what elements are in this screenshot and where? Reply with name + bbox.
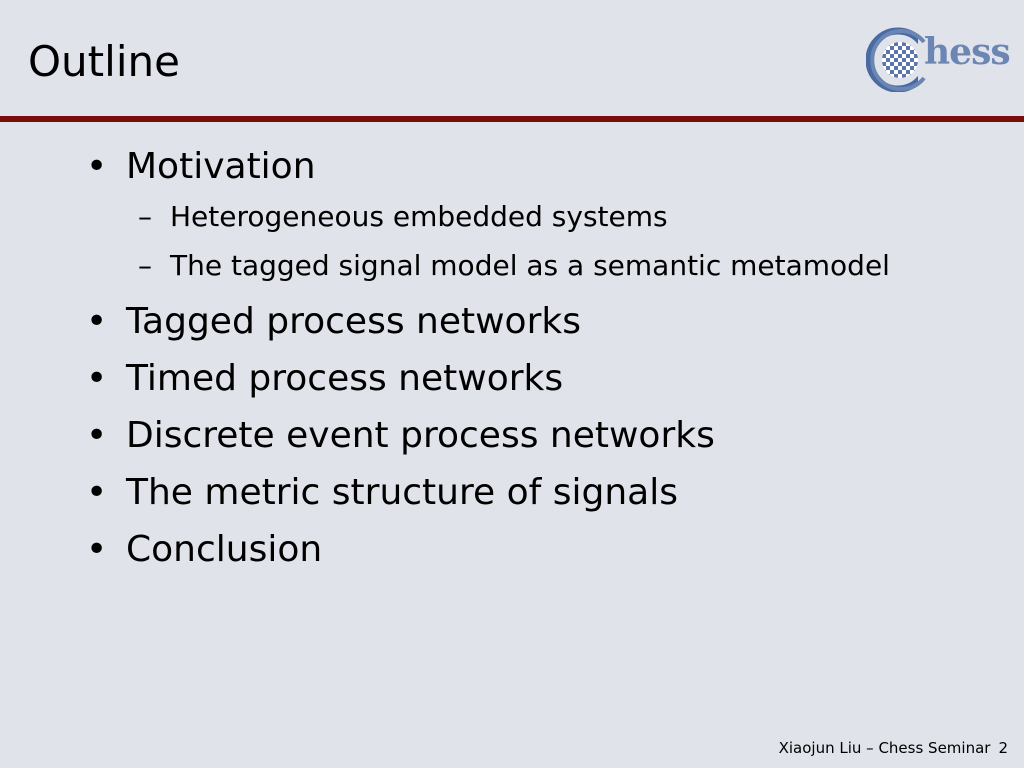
chess-logo-emblem-icon — [866, 27, 936, 92]
list-item: • The metric structure of signals — [86, 466, 986, 520]
list-item: • Conclusion — [86, 523, 986, 577]
list-item-label: Conclusion — [126, 529, 323, 570]
dash-icon: – — [138, 249, 152, 282]
sub-list-item: – The tagged signal model as a semantic … — [124, 246, 986, 286]
bullet-icon: • — [86, 415, 108, 456]
bullet-icon: • — [86, 146, 108, 187]
list-item-label: The metric structure of signals — [126, 472, 678, 513]
list-item-label: Motivation — [126, 146, 316, 187]
list-item-label: Tagged process networks — [126, 301, 581, 342]
bullet-icon: • — [86, 529, 108, 570]
slide-title: Outline — [28, 37, 180, 86]
sub-list: – Heterogeneous embedded systems – The t… — [86, 197, 986, 286]
bullet-icon: • — [86, 301, 108, 342]
chess-logo-text: hess — [924, 31, 1011, 73]
sub-list-item: – Heterogeneous embedded systems — [124, 197, 986, 237]
dash-icon: – — [138, 200, 152, 233]
list-item: • Motivation — [86, 140, 986, 194]
bullet-icon: • — [86, 358, 108, 399]
list-item: • Timed process networks — [86, 352, 986, 406]
page-number: 2 — [998, 739, 1008, 757]
sub-list-item-label: The tagged signal model as a semantic me… — [170, 249, 890, 282]
list-item: • Tagged process networks — [86, 295, 986, 349]
footer-text: Xiaojun Liu – Chess Seminar — [778, 739, 991, 757]
list-item-label: Timed process networks — [126, 358, 564, 399]
title-divider — [0, 116, 1024, 122]
slide-footer: Xiaojun Liu – Chess Seminar 2 — [779, 738, 1008, 758]
sub-list-item-label: Heterogeneous embedded systems — [170, 200, 668, 233]
list-item: • Discrete event process networks — [86, 409, 986, 463]
chess-logo: hess — [866, 26, 1018, 92]
bullet-icon: • — [86, 472, 108, 513]
list-item-label: Discrete event process networks — [126, 415, 715, 456]
outline-list: • Motivation – Heterogeneous embedded sy… — [86, 140, 986, 580]
